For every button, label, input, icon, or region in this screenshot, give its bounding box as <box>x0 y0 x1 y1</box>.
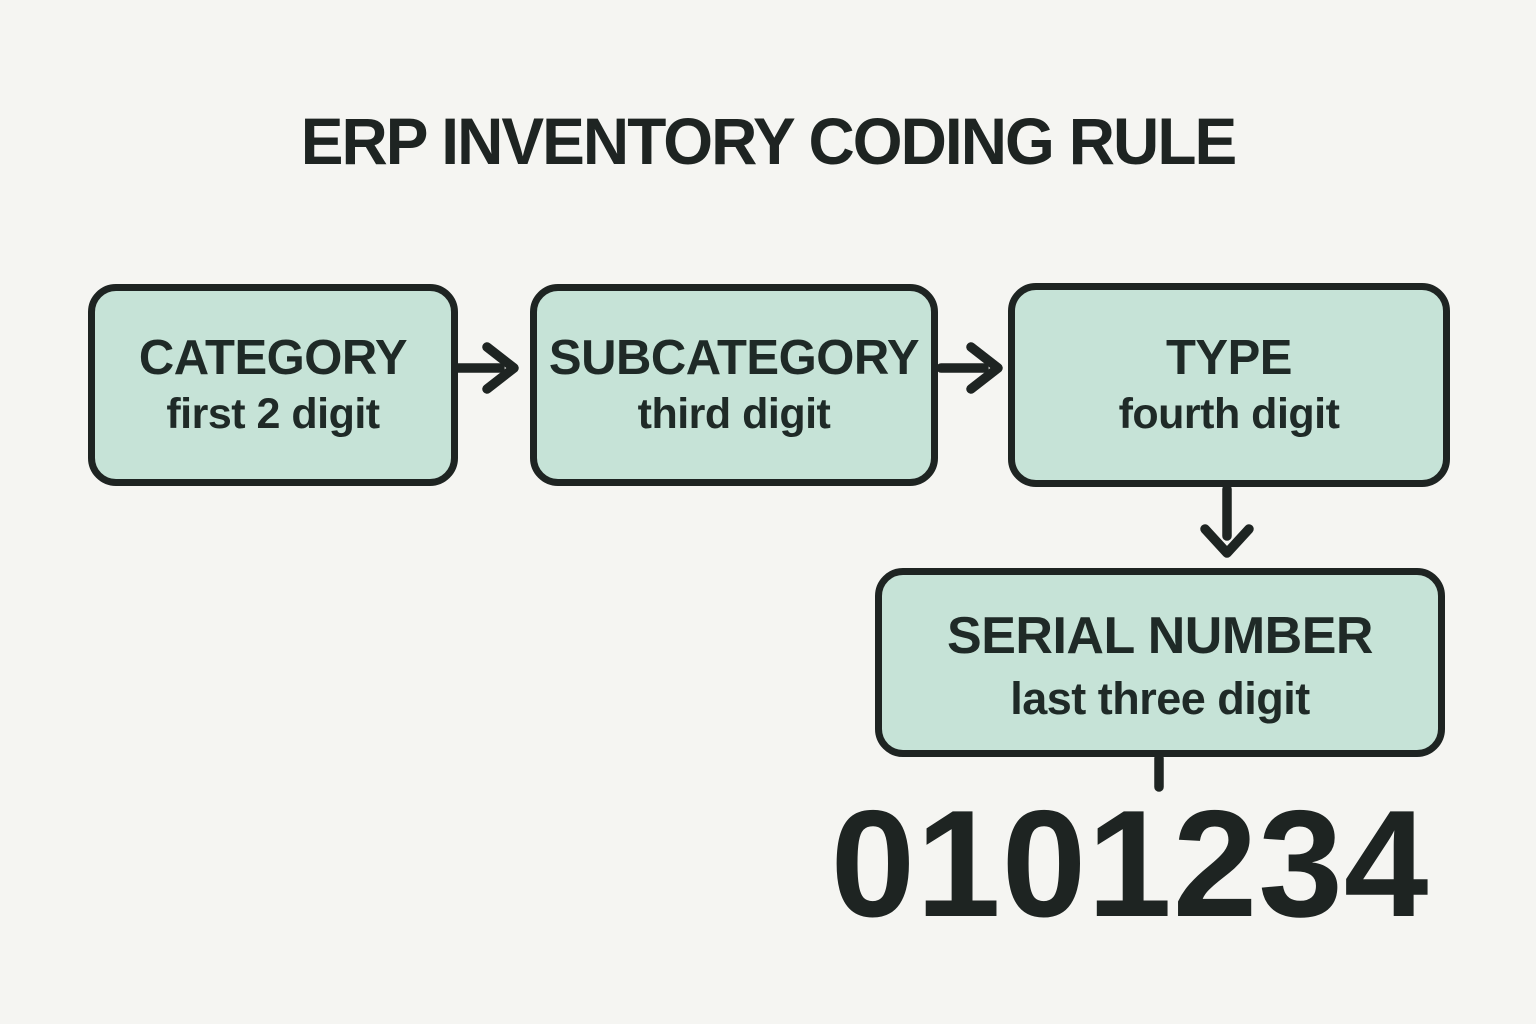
node-serial-number: SERIAL NUMBER last three digit <box>875 568 1445 757</box>
node-type-label: TYPE <box>1166 331 1292 385</box>
arrow-down-icon <box>1200 484 1254 558</box>
page-title: ERP INVENTORY CODING RULE <box>300 104 1237 178</box>
node-serial-number-label: SERIAL NUMBER <box>947 607 1373 665</box>
node-serial-number-sublabel: last three digit <box>1010 673 1310 724</box>
node-subcategory: SUBCATEGORY third digit <box>530 284 938 486</box>
example-code: 0101234 <box>830 779 1430 949</box>
node-category: CATEGORY first 2 digit <box>88 284 458 486</box>
node-category-label: CATEGORY <box>138 331 408 385</box>
node-subcategory-sublabel: third digit <box>637 390 831 438</box>
node-subcategory-label: SUBCATEGORY <box>548 331 920 385</box>
node-type-sublabel: fourth digit <box>1118 390 1340 438</box>
arrow-right-icon <box>452 342 519 394</box>
arrow-right-icon <box>936 342 1003 394</box>
node-type: TYPE fourth digit <box>1008 283 1450 487</box>
node-category-sublabel: first 2 digit <box>166 390 380 438</box>
